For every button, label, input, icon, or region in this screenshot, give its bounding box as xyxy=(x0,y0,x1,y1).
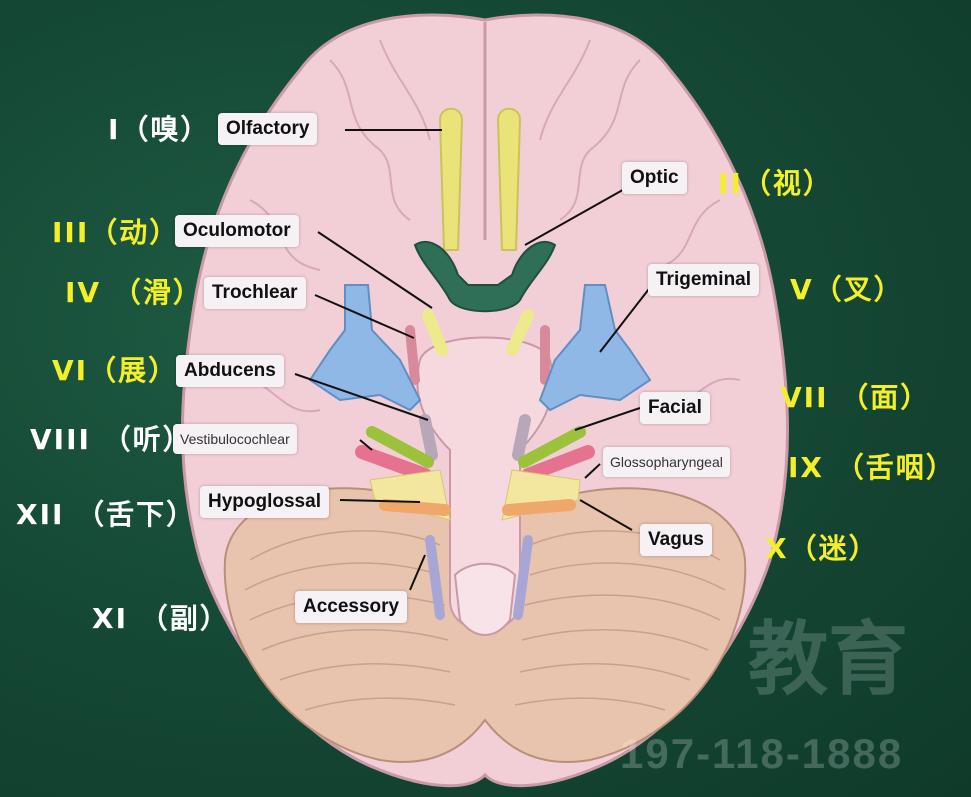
leader-lines xyxy=(294,129,653,591)
label-accessory: Accessory xyxy=(295,591,408,623)
vestibulocochlear-nerve xyxy=(355,445,432,482)
label-facial: Facial xyxy=(640,392,710,424)
cn-trochlear: IV （滑） xyxy=(65,276,203,309)
cn-glossopharyngeal: IX （舌咽） xyxy=(788,451,956,484)
olfactory-left xyxy=(438,107,464,251)
trochlear-nerve xyxy=(405,325,420,385)
trigeminal-right xyxy=(538,284,652,412)
cn-vagus: X（迷） xyxy=(765,532,879,565)
cn-optic: II（视） xyxy=(718,167,833,200)
olfactory-right xyxy=(496,107,522,251)
label-glossopharyngeal: Glossopharyngeal xyxy=(603,447,730,477)
accessory-nerve xyxy=(425,535,445,620)
cn-facial: VII （面） xyxy=(780,381,931,414)
cn-abducens: VI（展） xyxy=(52,354,179,387)
optic-chiasm xyxy=(413,240,557,313)
brainstem xyxy=(416,336,554,631)
medulla-tip xyxy=(453,562,517,636)
vagus-nerve xyxy=(379,499,451,516)
label-optic: Optic xyxy=(622,162,687,194)
watermark-phone: 197-118-1888 xyxy=(620,730,904,777)
abducens-nerve xyxy=(419,414,438,461)
cn-vestibulocochlear: VIII （听） xyxy=(30,423,193,456)
label-trochlear: Trochlear xyxy=(204,277,306,309)
label-trigeminal: Trigeminal xyxy=(648,264,760,296)
label-oculomotor: Oculomotor xyxy=(175,215,299,247)
label-vagus: Vagus xyxy=(640,524,712,556)
cerebellum-folia xyxy=(244,530,726,711)
facial-nerve xyxy=(366,426,434,468)
label-vestibulocochlear: Vestibulocochlear xyxy=(173,424,297,454)
label-abducens: Abducens xyxy=(176,355,284,387)
cn-accessory: XI （副） xyxy=(92,602,230,635)
cn-oculomotor: III（动） xyxy=(52,216,180,249)
oculomotor-nerve xyxy=(422,309,448,356)
label-olfactory: Olfactory xyxy=(218,113,318,145)
label-hypoglossal: Hypoglossal xyxy=(200,486,329,518)
trigeminal-left xyxy=(308,284,422,412)
cn-trigeminal: V（叉） xyxy=(790,273,904,306)
cn-olfactory: I（嗅） xyxy=(108,113,211,146)
cn-hypoglossal: XII （舌下） xyxy=(16,498,197,531)
watermark-text: 教育 xyxy=(748,613,908,706)
